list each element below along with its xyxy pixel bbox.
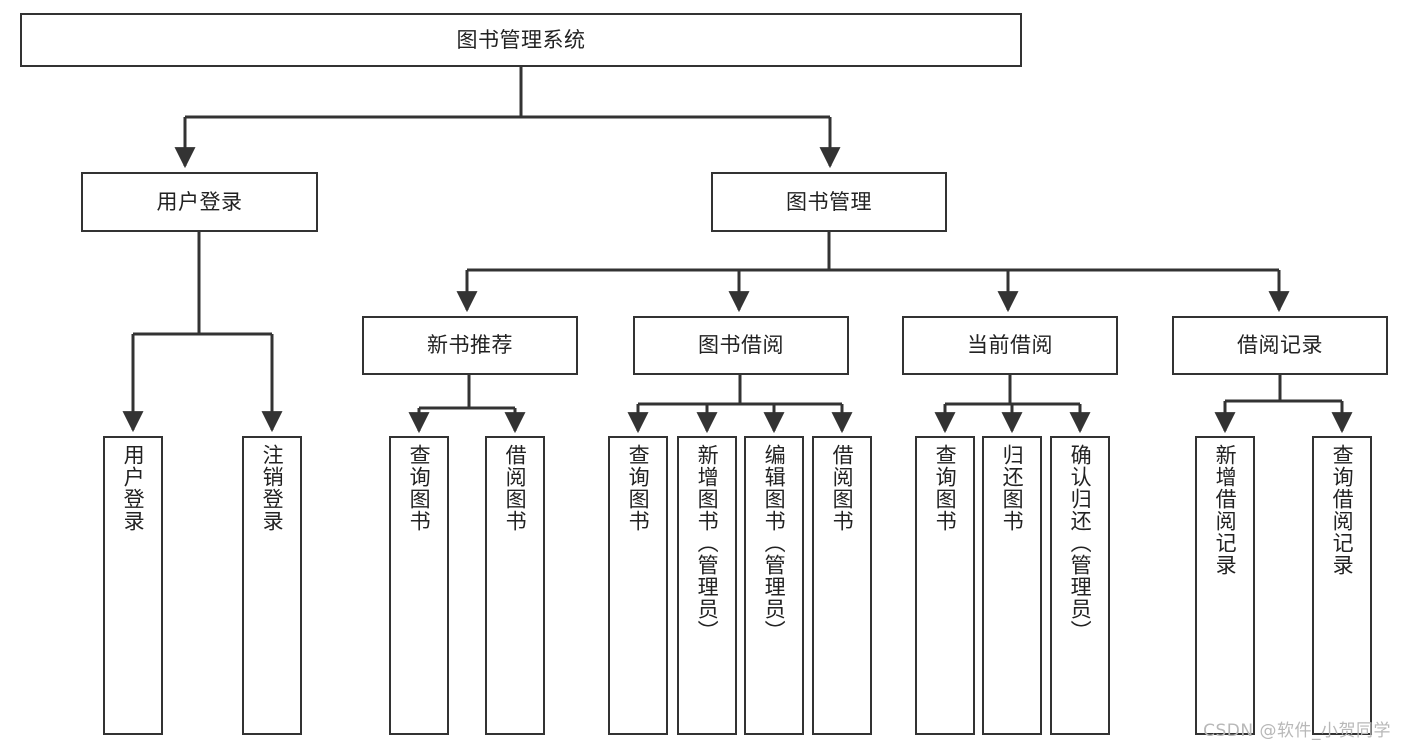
node-leaf-new-book-borrow[interactable]: 借阅图书 <box>485 436 545 735</box>
node-current-borrow-label: 当前借阅 <box>967 333 1053 358</box>
node-root-book-management-system[interactable]: 图书管理系统 <box>20 13 1022 67</box>
node-leaf-label: 用户登录 <box>121 444 146 532</box>
node-leaf-book-borrow-edit[interactable]: 编辑图书（管理员） <box>744 436 804 735</box>
node-user-login-label: 用户登录 <box>156 189 243 214</box>
node-leaf-user-login-logout[interactable]: 注销登录 <box>242 436 302 735</box>
node-leaf-label: 借阅图书 <box>503 444 528 532</box>
node-book-management-label: 图书管理 <box>786 189 872 214</box>
node-current-borrow[interactable]: 当前借阅 <box>902 316 1118 375</box>
node-new-book-recommend-label: 新书推荐 <box>427 333 513 358</box>
node-borrow-record[interactable]: 借阅记录 <box>1172 316 1388 375</box>
node-leaf-label: 查询图书 <box>626 444 651 532</box>
node-book-management[interactable]: 图书管理 <box>711 172 947 232</box>
node-root-label: 图书管理系统 <box>456 27 586 52</box>
node-leaf-label: 归还图书 <box>1000 444 1025 532</box>
node-leaf-label: 新增图书（管理员） <box>695 444 720 642</box>
node-leaf-label: 编辑图书（管理员） <box>762 444 787 642</box>
node-leaf-current-borrow-confirm[interactable]: 确认归还（管理员） <box>1050 436 1110 735</box>
node-book-borrow-label: 图书借阅 <box>698 333 784 358</box>
node-leaf-book-borrow-borrow[interactable]: 借阅图书 <box>812 436 872 735</box>
node-leaf-label: 确认归还（管理员） <box>1068 444 1093 642</box>
node-leaf-current-borrow-query[interactable]: 查询图书 <box>915 436 975 735</box>
node-borrow-record-label: 借阅记录 <box>1237 333 1323 358</box>
node-leaf-current-borrow-return[interactable]: 归还图书 <box>982 436 1042 735</box>
node-leaf-borrow-record-query[interactable]: 查询借阅记录 <box>1312 436 1372 735</box>
node-leaf-label: 查询图书 <box>407 444 432 532</box>
node-new-book-recommend[interactable]: 新书推荐 <box>362 316 578 375</box>
node-leaf-label: 查询图书 <box>933 444 958 532</box>
node-leaf-book-borrow-query[interactable]: 查询图书 <box>608 436 668 735</box>
node-book-borrow[interactable]: 图书借阅 <box>633 316 849 375</box>
node-leaf-book-borrow-add[interactable]: 新增图书（管理员） <box>677 436 737 735</box>
node-leaf-user-login-login[interactable]: 用户登录 <box>103 436 163 735</box>
node-leaf-label: 查询借阅记录 <box>1330 444 1355 576</box>
node-user-login[interactable]: 用户登录 <box>81 172 318 232</box>
node-leaf-borrow-record-add[interactable]: 新增借阅记录 <box>1195 436 1255 735</box>
node-leaf-label: 注销登录 <box>260 444 285 532</box>
node-leaf-new-book-query[interactable]: 查询图书 <box>389 436 449 735</box>
node-leaf-label: 新增借阅记录 <box>1213 444 1238 576</box>
node-leaf-label: 借阅图书 <box>830 444 855 532</box>
